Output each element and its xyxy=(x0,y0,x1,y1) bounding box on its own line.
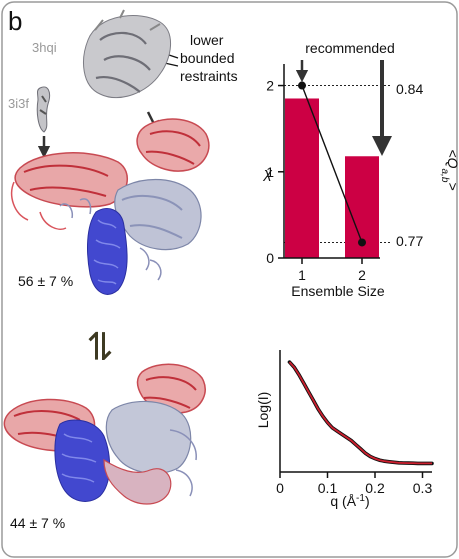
saxs-xtick-label-0.1: 0.1 xyxy=(318,480,338,496)
q-point-ensemble-1 xyxy=(298,81,306,90)
population-bottom: 44 ± 7 % xyxy=(10,515,65,531)
pdb-label-3hqi: 3hqi xyxy=(32,40,57,55)
protein-3i3f-illustration xyxy=(36,86,51,133)
chi-x-axis-label: Ensemble Size xyxy=(291,283,385,299)
chi-y-axis-label: χ xyxy=(262,165,273,182)
q-secondary-axis-label: <Qa,b> xyxy=(440,149,459,190)
protein-3hqi-illustration xyxy=(83,9,172,99)
bar-ensemble-1 xyxy=(285,98,319,258)
chi-xtick-label-2: 2 xyxy=(358,267,366,283)
q-tick-label-0.77: 0.77 xyxy=(396,233,423,249)
population-top: 56 ± 7 % xyxy=(18,273,73,289)
annotation-recommended: recommended xyxy=(305,40,395,56)
q-series-line xyxy=(301,85,363,243)
chi-ytick-label-2: 2 xyxy=(266,78,274,94)
saxs-fit-curve xyxy=(288,361,432,465)
saxs-xtick-label-0.2: 0.2 xyxy=(365,480,385,496)
chi-ytick-label-1: 1 xyxy=(266,164,274,180)
annotation-bounded: bounded xyxy=(180,50,235,66)
pdb-label-3i3f: 3i3f xyxy=(8,96,29,111)
equilibrium-symbol: ⇌ xyxy=(79,330,121,362)
panel-letter: b xyxy=(8,6,22,36)
q-point-ensemble-2 xyxy=(358,238,366,247)
chi-ytick-label-0: 0 xyxy=(266,250,274,266)
chi-bar-chart: 0 1 2 1 2 Ensemble Size χ 0.84 0.77 <Qa,… xyxy=(262,40,459,299)
ensemble-structure-bottom xyxy=(3,363,206,505)
annotation-restraints: restraints xyxy=(180,68,238,84)
saxs-y-axis-label: Log(I) xyxy=(255,392,271,429)
annotation-lower: lower xyxy=(190,32,224,48)
saxs-xtick-label-0: 0 xyxy=(276,480,284,496)
saxs-x-axis-label: q (Å-1) xyxy=(330,493,369,510)
q-tick-label-0.84: 0.84 xyxy=(396,81,423,97)
ensemble-structure-top xyxy=(10,118,210,295)
saxs-curve-chart: 0 0.1 0.2 0.3 q (Å-1) Log(I) xyxy=(255,350,434,510)
saxs-xtick-label-0.3: 0.3 xyxy=(413,480,433,496)
chi-xtick-label-1: 1 xyxy=(298,267,306,283)
